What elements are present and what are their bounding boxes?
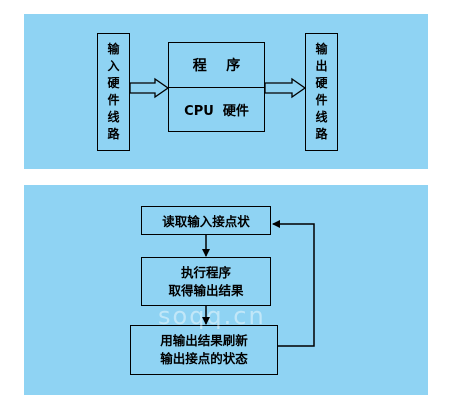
output-char: 出 xyxy=(315,59,328,73)
input-hardware-box: 输 入 硬 件 线 路 xyxy=(97,33,130,151)
arrow-input-to-cpu xyxy=(129,77,170,99)
execute-program-line2: 取得输出结果 xyxy=(168,282,244,298)
refresh-output-box: 用输出结果刷新 输出接点的状态 xyxy=(130,325,278,375)
output-char: 硬 xyxy=(315,76,328,90)
output-char: 输 xyxy=(315,42,328,56)
arrow-cpu-to-output xyxy=(264,77,307,99)
input-char: 路 xyxy=(107,127,120,141)
output-char: 线 xyxy=(315,110,328,124)
program-cpu-divider xyxy=(169,87,264,88)
input-char: 线 xyxy=(107,110,120,124)
output-char: 件 xyxy=(315,93,328,107)
input-char: 输 xyxy=(107,42,120,56)
cpu-hardware-label: CPU 硬件 xyxy=(184,104,249,119)
output-char: 路 xyxy=(315,127,328,141)
arrow-loop-back xyxy=(272,220,315,347)
refresh-output-line1: 用输出结果刷新 xyxy=(160,333,248,348)
bottom-diagram-panel xyxy=(24,185,428,395)
input-char: 入 xyxy=(107,59,120,73)
cpu-box: 程 序 CPU 硬件 xyxy=(168,42,265,132)
program-label: 程 序 xyxy=(192,58,241,74)
output-hardware-box: 输 出 硬 件 线 路 xyxy=(305,33,338,151)
read-input-box: 读取输入接点状 xyxy=(141,206,271,235)
refresh-output-line2: 输出接点的状态 xyxy=(160,351,248,366)
watermark: soqq.cn xyxy=(158,302,266,330)
input-char: 件 xyxy=(107,93,120,107)
execute-program-line1: 执行程序 xyxy=(180,264,231,280)
input-char: 硬 xyxy=(107,76,120,90)
execute-program-box: 执行程序 取得输出结果 xyxy=(141,257,271,306)
